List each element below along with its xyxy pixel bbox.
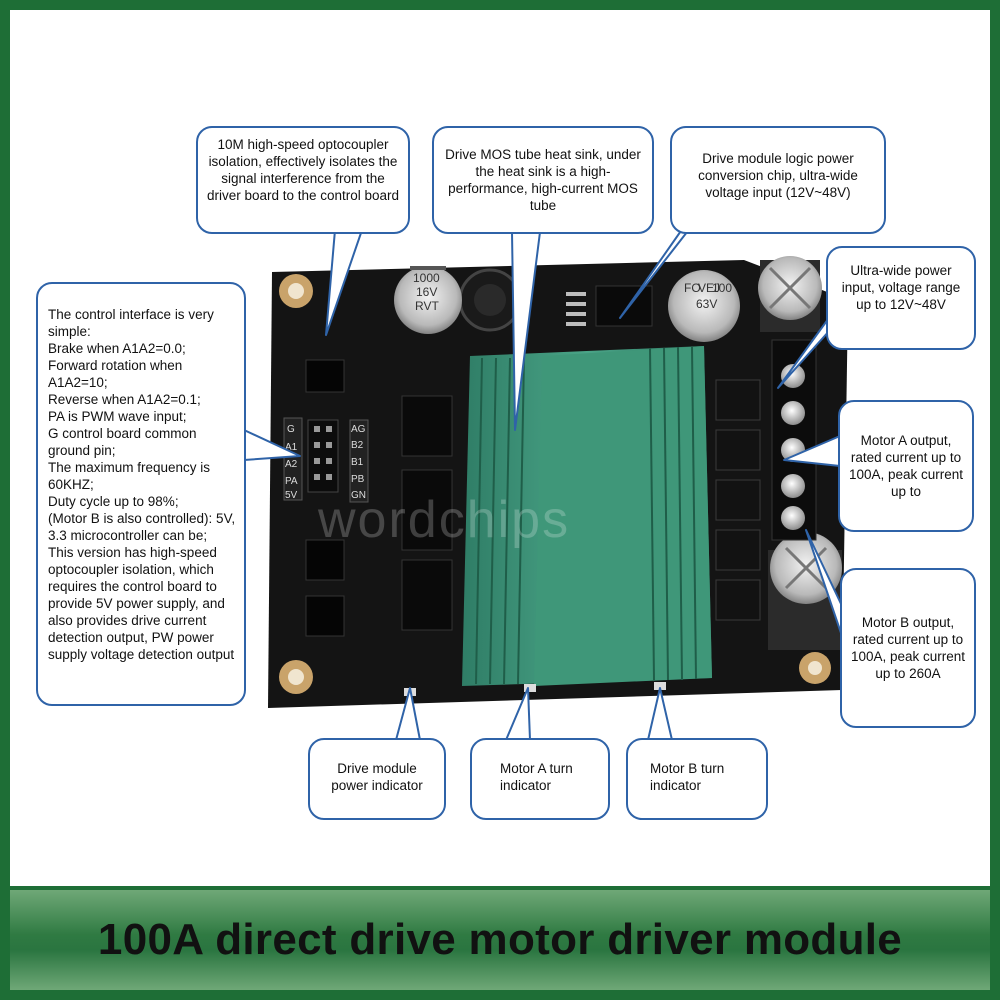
motor-b-indicator-led (654, 682, 666, 690)
callout-optocoupler: 10M high-speed optocoupler isolation, ef… (196, 126, 410, 234)
banner-title: 100A direct drive motor driver module (97, 915, 903, 964)
cap2-rating: 100 (712, 281, 732, 295)
regulator-pins (566, 292, 586, 326)
pin-label-5v: 5V (285, 490, 298, 501)
callout-motor-b-output: Motor B output, rated current up to 100A… (840, 568, 976, 728)
optocoupler-chip (305, 539, 345, 581)
pin-label-b2: B2 (351, 440, 364, 451)
cap1-series: RVT (415, 299, 439, 313)
mosfet-array (715, 379, 761, 621)
cap1-rating: 1000 (413, 271, 440, 285)
cap2-series: VEJ (698, 281, 720, 295)
optocoupler-chip (305, 595, 345, 637)
motor-a-indicator-led (524, 684, 536, 692)
callout-motor-a-output: Motor A output, rated current up to 100A… (838, 400, 974, 532)
callout-control-interface: The control interface is very simple: Br… (36, 282, 246, 706)
capacitor-63v: FO VEJ 100 63V (668, 270, 740, 342)
cap2-code: FO (684, 281, 701, 295)
heat-sink (462, 346, 712, 686)
optocoupler-chip (305, 359, 345, 393)
callout-power-input: Ultra-wide power input, voltage range up… (826, 246, 976, 350)
logic-chip (401, 395, 453, 457)
screw-terminal-block (771, 339, 817, 541)
control-header-left: G A1 A2 PA 5V (283, 417, 339, 501)
pin-label-g: G (287, 424, 295, 435)
callout-heat-sink: Drive MOS tube heat sink, under the heat… (432, 126, 654, 234)
logic-chip (401, 469, 453, 551)
cap2-voltage: 63V (696, 297, 717, 311)
title-banner: 100A direct drive motor driver module (10, 890, 990, 990)
inductor (458, 268, 522, 332)
callout-motor-a-indicator: Motor A turn indicator (470, 738, 610, 820)
bulk-capacitor-top (758, 256, 822, 332)
mounting-hole (279, 660, 313, 694)
regulator-chip (595, 285, 653, 327)
mounting-hole (279, 274, 313, 308)
pin-label-ag: AG (351, 424, 366, 435)
callout-motor-b-indicator: Motor B turn indicator (626, 738, 768, 820)
cap1-voltage: 16V (416, 285, 437, 299)
mounting-hole (799, 652, 831, 684)
callout-power-indicator: Drive module power indicator (308, 738, 446, 820)
pin-label-pb: PB (351, 474, 365, 485)
pin-label-a1: A1 (285, 442, 298, 453)
logic-chip (401, 559, 453, 631)
pin-label-b1: B1 (351, 457, 364, 468)
pin-label-gn: GN (351, 490, 366, 501)
capacitor-1000uf: 1000 16V RVT (394, 266, 462, 334)
pin-label-pa: PA (285, 476, 298, 487)
control-header-right: AG B2 B1 PB GN (349, 419, 369, 503)
callout-logic-power: Drive module logic power conversion chip… (670, 126, 886, 234)
pin-label-a2: A2 (285, 459, 298, 470)
watermark: wordchips (318, 491, 571, 549)
